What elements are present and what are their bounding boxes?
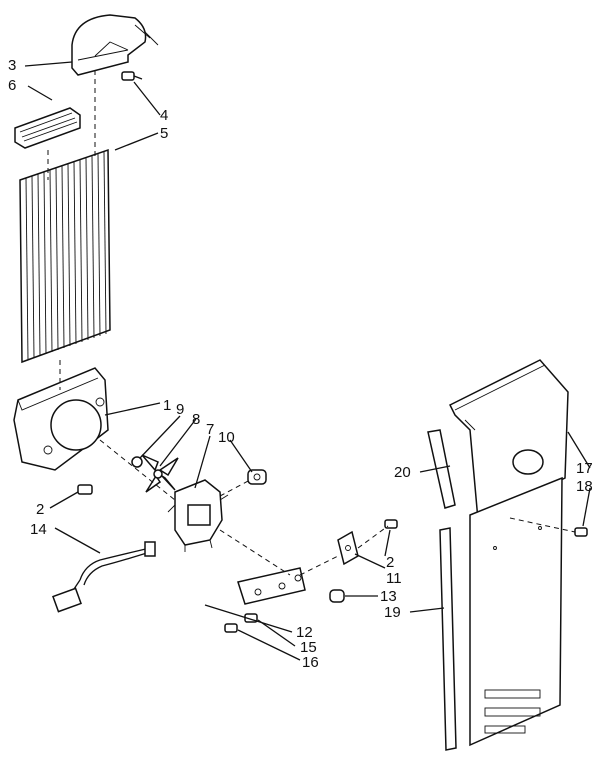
label-3: 3	[8, 57, 16, 74]
label-20: 20	[394, 464, 411, 481]
label-1: 1	[163, 397, 171, 414]
filter-pad-part	[14, 107, 81, 149]
label-2-left: 2	[36, 501, 44, 518]
label-7: 7	[206, 421, 214, 438]
label-11: 11	[386, 570, 402, 587]
label-16: 16	[302, 654, 319, 671]
grommet-part-lower	[329, 589, 345, 603]
rear-cover-lower-part	[469, 476, 563, 747]
assembly-lines	[47, 70, 576, 576]
duct-housing-part	[71, 14, 159, 76]
label-4: 4	[160, 107, 168, 124]
label-9: 9	[176, 401, 184, 418]
nut-part	[131, 456, 143, 468]
fan-motor-part	[167, 479, 229, 552]
label-10: 10	[218, 429, 235, 446]
label-19: 19	[384, 604, 401, 621]
label-2-right: 2	[386, 554, 394, 571]
label-13: 13	[380, 588, 397, 605]
label-6: 6	[8, 77, 16, 94]
rear-cover-upper-part	[448, 359, 569, 522]
fan-blade-part	[141, 454, 179, 493]
screw-part-16	[224, 623, 238, 633]
screw-part-right	[384, 519, 398, 529]
label-14: 14	[30, 521, 47, 538]
screw-part-18	[574, 527, 588, 537]
bracket-part	[337, 530, 359, 566]
motor-mount-part	[237, 567, 306, 605]
coil-part	[19, 148, 111, 364]
label-5: 5	[160, 125, 168, 142]
screw-part-left	[77, 484, 93, 495]
rod-part	[427, 429, 456, 509]
screw-part	[121, 71, 143, 81]
label-12: 12	[296, 624, 313, 641]
part-labels: 3 6 4 5 1 9 8 7 10 2 14 2 11 13 12 15 16…	[8, 57, 593, 671]
label-17: 17	[576, 460, 593, 477]
grommet-part	[247, 469, 267, 485]
side-strip-part	[439, 527, 457, 751]
label-18: 18	[576, 478, 593, 495]
label-8: 8	[192, 411, 200, 428]
leader-lines	[24, 61, 591, 661]
wiring-harness-part	[52, 541, 156, 613]
label-15: 15	[300, 639, 317, 656]
fan-shroud-part	[13, 367, 109, 471]
